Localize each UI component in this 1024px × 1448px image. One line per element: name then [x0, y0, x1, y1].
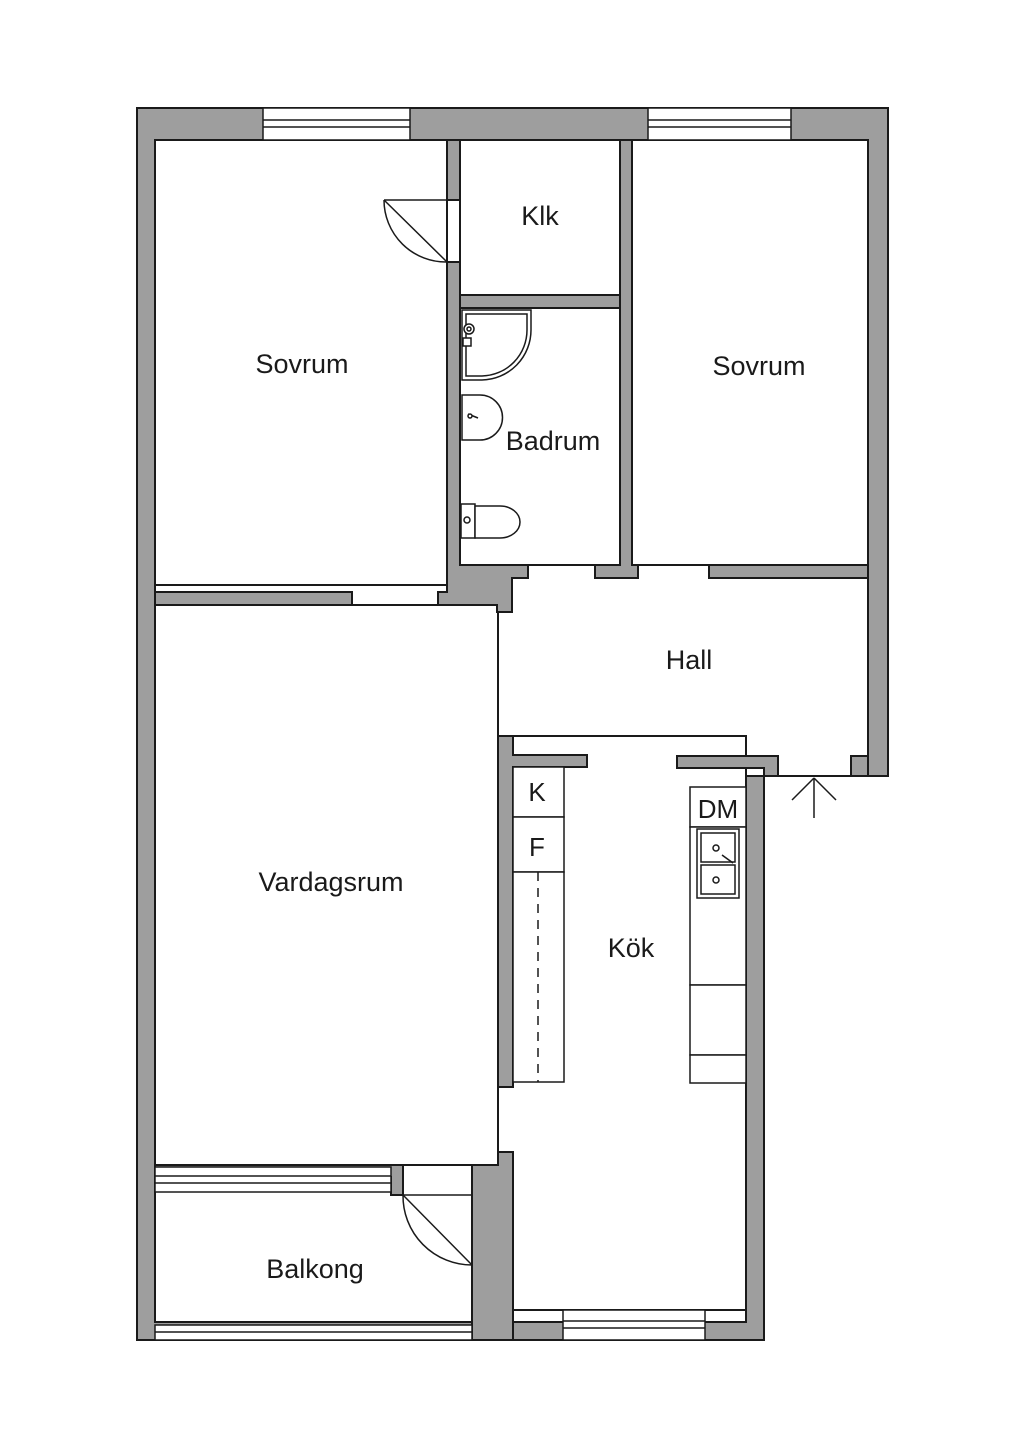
room-klk-area [459, 139, 621, 296]
label-hall: Hall [666, 645, 713, 675]
interior-walls [154, 139, 869, 1341]
room-labels: Sovrum Klk Badrum Sovrum Hall Vardagsrum… [255, 201, 805, 1284]
wall-segment [471, 1151, 514, 1341]
shower-icon [461, 309, 532, 381]
window-balcony-door [154, 1166, 392, 1193]
wall-segment [676, 755, 779, 777]
entrance-arrow-icon [791, 777, 837, 818]
fridge-box [512, 766, 565, 818]
door-balkong [402, 1194, 473, 1266]
window-top-left [262, 107, 411, 141]
window-top-right [647, 107, 792, 141]
balcony-railing [154, 1324, 473, 1341]
window-bottom-kitchen [562, 1309, 706, 1341]
double-sink-icon [696, 828, 740, 899]
room-sovrum-right-area [631, 139, 869, 566]
label-frys: F [529, 832, 545, 862]
balcony-side-glazing [403, 1194, 473, 1325]
wall-segment [437, 261, 529, 613]
counter-end [689, 1054, 747, 1084]
label-diskmaskin: DM [698, 794, 738, 824]
toilet-icon [460, 503, 521, 539]
kitchen-fixtures [512, 766, 747, 1084]
stove-box [689, 984, 747, 1056]
wall-segment [497, 735, 588, 1088]
label-badrum: Badrum [506, 426, 601, 456]
doors [383, 199, 837, 1266]
wall-segment [850, 755, 869, 777]
label-vardagsrum: Vardagsrum [258, 867, 403, 897]
label-klk: Klk [521, 201, 559, 231]
wall-segment [594, 139, 639, 579]
wall-segment [154, 591, 353, 606]
windows [154, 107, 792, 1341]
wall-segment [446, 139, 461, 201]
wall-segment [459, 294, 621, 309]
label-balkong: Balkong [266, 1254, 364, 1284]
dishwasher-box [689, 786, 747, 828]
label-kok: Kök [608, 933, 655, 963]
wall-segment [708, 564, 869, 579]
bathroom-fixtures [460, 309, 532, 539]
label-sovrum-right: Sovrum [712, 351, 805, 381]
door-sovrum-left [383, 199, 448, 263]
label-kyl: K [528, 777, 546, 807]
label-sovrum-left: Sovrum [255, 349, 348, 379]
freezer-box [512, 816, 565, 873]
fixture-labels: K F DM [528, 777, 738, 862]
sink-icon [461, 394, 504, 441]
